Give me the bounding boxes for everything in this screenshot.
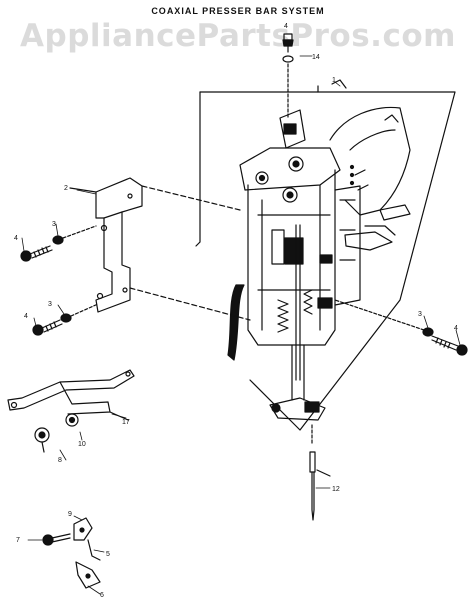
lever-arm [7, 369, 135, 421]
screw-set-left-lower [32, 303, 99, 336]
callout-3c: 3 [418, 311, 422, 318]
callout-2: 2 [64, 185, 68, 192]
small-parts-bottom [42, 517, 101, 589]
needle [309, 424, 331, 521]
presser-bar-body [227, 109, 361, 421]
screw-set-right [334, 299, 468, 356]
top-screw [282, 33, 294, 119]
callout-10: 10 [78, 441, 86, 448]
watermark: AppliancePartsPros.com [20, 18, 456, 54]
screw-set-left-upper [20, 225, 97, 262]
assembly-frame [195, 79, 456, 431]
callout-6: 6 [100, 592, 104, 599]
callout-1: 1 [332, 77, 336, 84]
callout-5: 5 [106, 551, 110, 558]
screw-8 [34, 427, 50, 453]
callouts: 1 2 3 4 3 4 3 4 4 14 12 17 8 10 7 5 6 9 [14, 23, 458, 599]
callout-8: 8 [58, 457, 62, 464]
callout-4c: 4 [454, 325, 458, 332]
washer-10 [65, 413, 79, 427]
callout-4d: 4 [284, 23, 288, 30]
callout-7: 7 [16, 537, 20, 544]
diagram-title: COAXIAL PRESSER BAR SYSTEM [151, 6, 325, 16]
callout-17: 17 [122, 419, 130, 426]
callout-4b: 4 [24, 313, 28, 320]
right-cover [329, 106, 411, 251]
callout-9: 9 [68, 511, 72, 518]
leader-lines [21, 55, 461, 595]
callout-14: 14 [312, 54, 320, 61]
callout-3b: 3 [48, 301, 52, 308]
callout-3a: 3 [52, 221, 56, 228]
callout-12: 12 [332, 486, 340, 493]
mounting-bracket [69, 177, 251, 321]
callout-4a: 4 [14, 235, 18, 242]
